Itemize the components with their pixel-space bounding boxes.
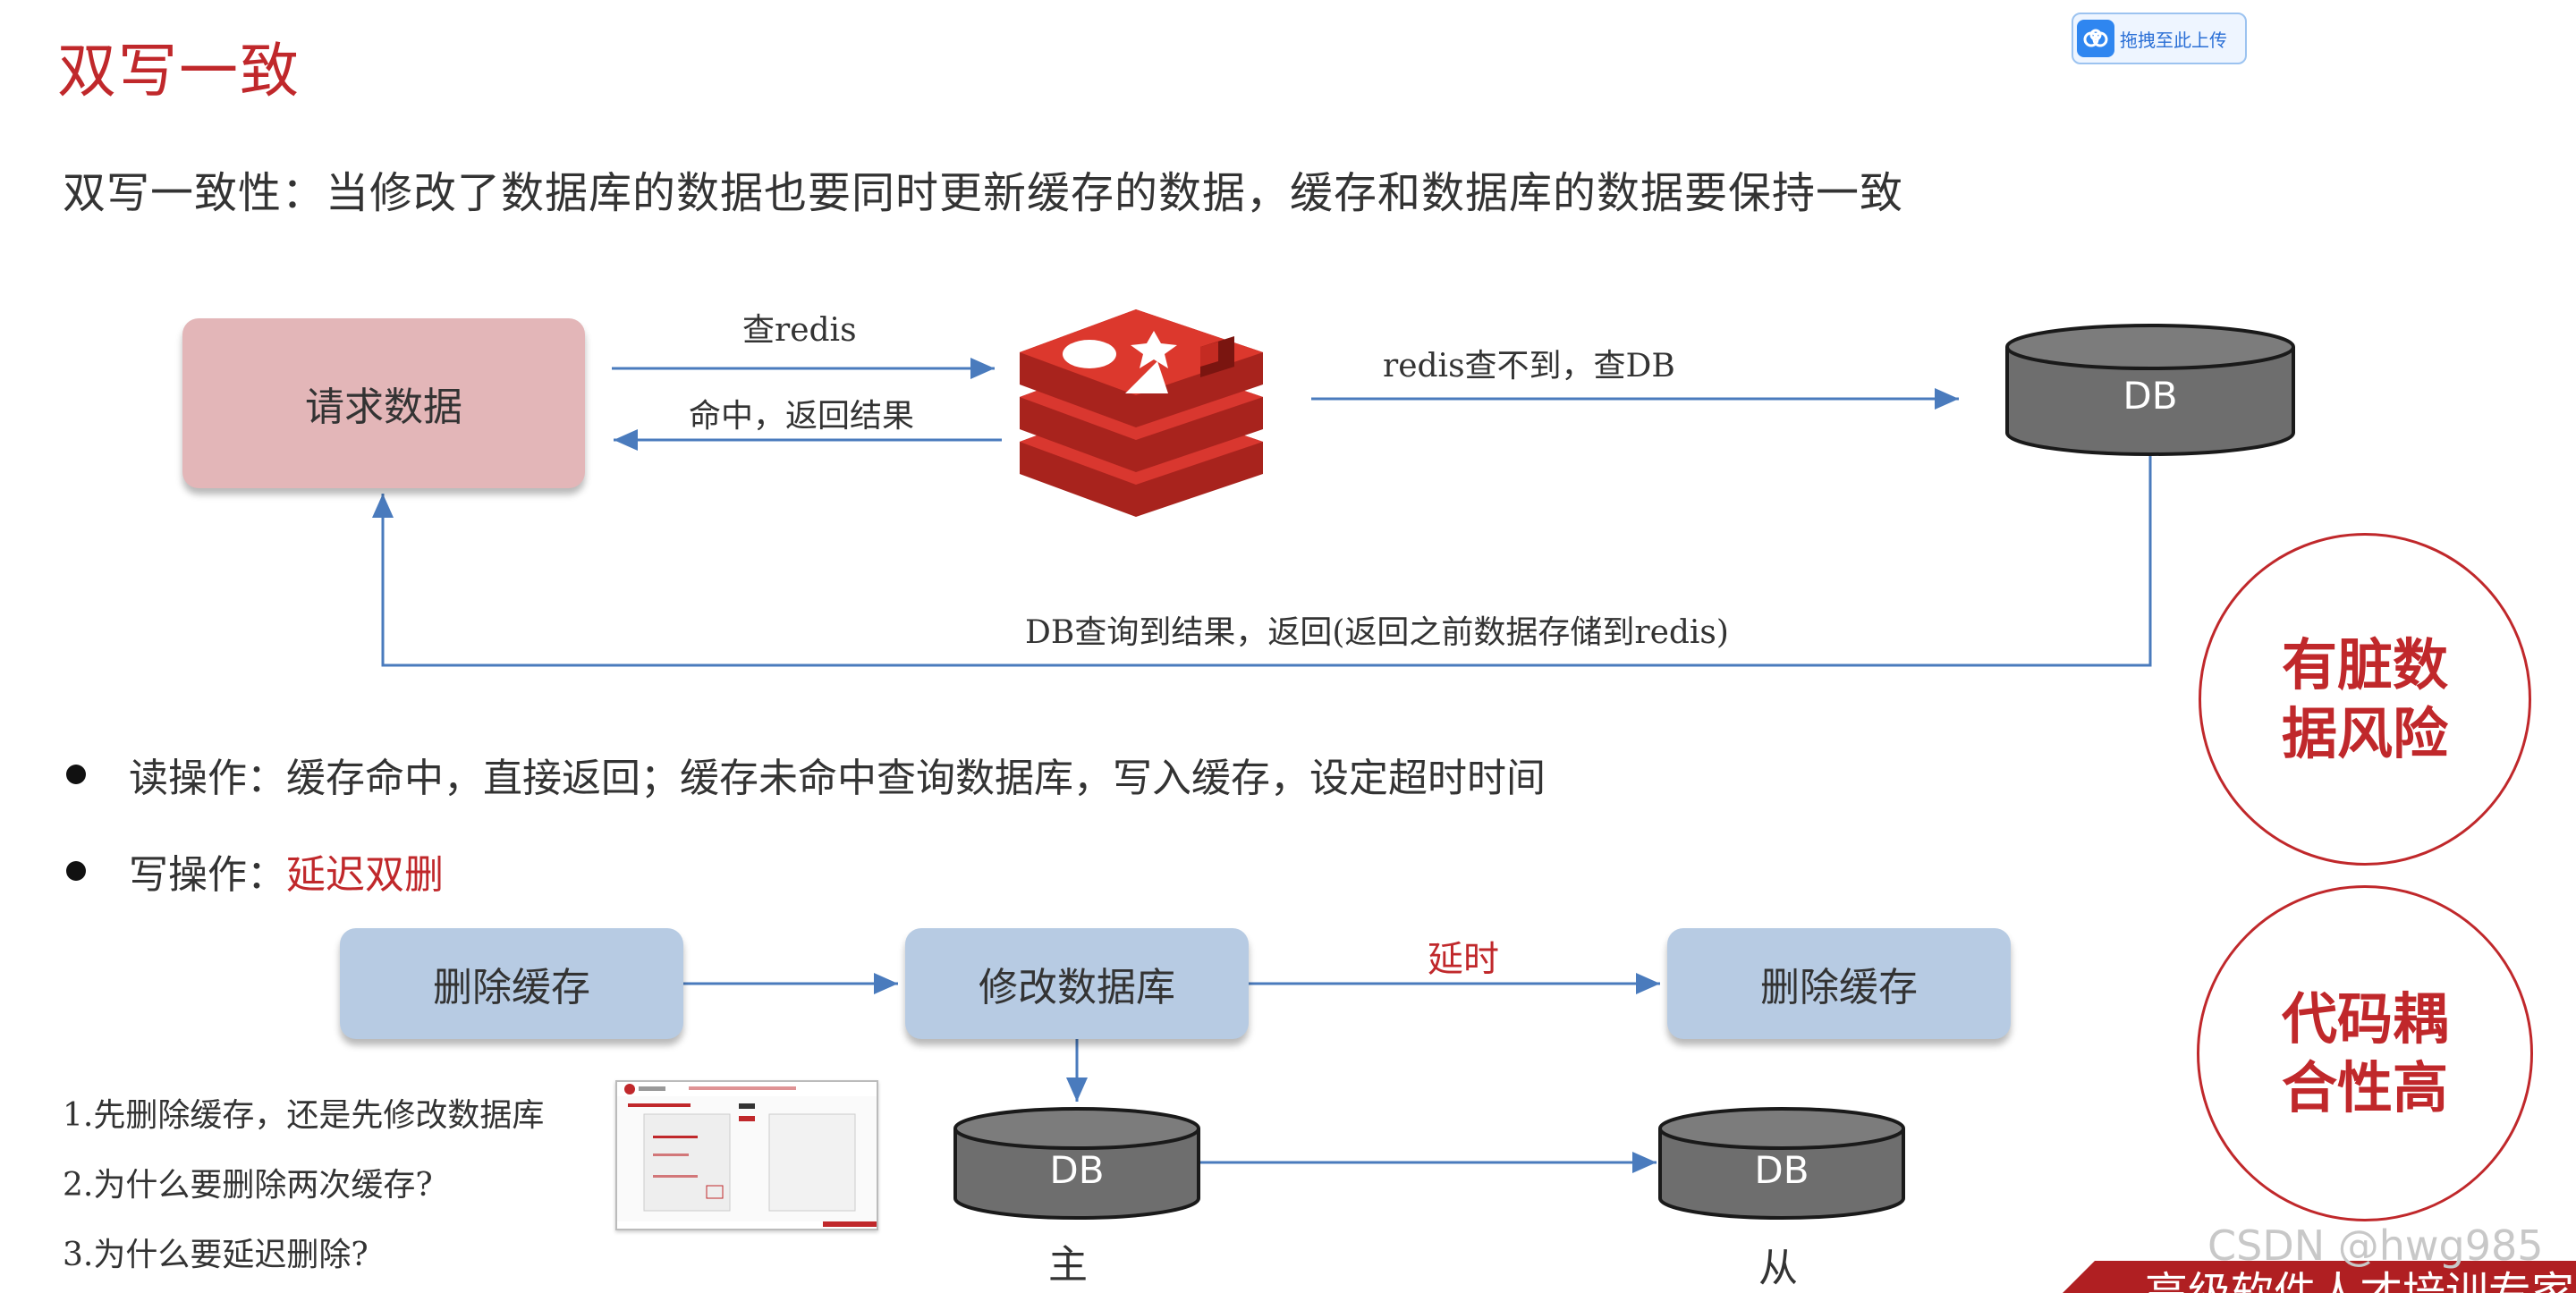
arrow-db-return [372,456,2152,667]
db-label-master: DB [1049,1148,1105,1192]
db-cylinder-master [953,1107,1200,1220]
page-title: 双写一致 [57,37,301,106]
label-slave: 从 [1758,1246,1798,1291]
modify-db-box: 修改数据库 [905,928,1249,1039]
label-hit-return: 命中，返回结果 [689,398,915,435]
label-master: 主 [1048,1242,1088,1288]
bullet-write-operation: 写操作： 延迟双删 [66,842,444,900]
subtitle: 双写一致性：当修改了数据库的数据也要同时更新缓存的数据，缓存和数据库的数据要保持… [63,168,1904,218]
slide-thumbnail-image [617,1082,877,1229]
read-op-text: 读操作：缓存命中，直接返回；缓存未命中查询数据库，写入缓存，设定超时时间 [129,756,1546,801]
delete-cache-box-2: 删除缓存 [1667,928,2011,1039]
question-1: 1.先删除缓存，还是先修改数据库 [63,1097,545,1134]
db-label-slave: DB [1754,1148,1809,1192]
high-coupling-circle: 代码耦 合性高 [2197,885,2533,1221]
label-delay: 延时 [1428,939,1499,980]
csdn-watermark: CSDN @hwg985 [2207,1221,2544,1270]
redis-icon [1020,309,1263,517]
upload-label: 拖拽至此上传 [2120,29,2227,51]
bullet-dot [66,765,86,784]
label-query-redis: 查redis [742,312,857,349]
bullet-dot [66,861,86,881]
db-cylinder-slave [1658,1107,1905,1220]
coupling-line-2: 合性高 [2281,1055,2448,1120]
delete-cache-box-1: 删除缓存 [340,928,683,1039]
footer-banner-text: 高级软件人才培训专家 [2145,1268,2575,1293]
bullet-read-operation: 读操作：缓存命中，直接返回；缓存未命中查询数据库，写入缓存，设定超时时间 [66,746,1546,803]
cloud-icon [2077,20,2114,57]
write-op-highlight: 延迟双删 [286,852,444,898]
coupling-line-1: 代码耦 [2281,985,2448,1052]
dirty-data-risk-circle: 有脏数 据风险 [2199,533,2531,866]
slide-thumbnail [615,1080,878,1230]
label-db-return: DB查询到结果，返回(返回之前数据存储到redis) [1025,614,1729,651]
question-2: 2.为什么要删除两次缓存? [63,1167,433,1204]
footer-banner: 高级软件人才培训专家 [2063,1261,2576,1293]
db-cylinder-read [2005,324,2295,456]
label-redis-miss: redis查不到，查DB [1383,348,1675,385]
dirty-data-line-1: 有脏数 [2281,631,2448,697]
db-label-read: DB [2123,374,2178,418]
write-op-prefix: 写操作： [129,852,286,898]
request-data-box: 请求数据 [182,318,585,488]
question-3: 3.为什么要延迟删除? [63,1237,369,1273]
dirty-data-line-2: 据风险 [2281,701,2448,766]
upload-button[interactable]: 拖拽至此上传 [2072,13,2247,64]
